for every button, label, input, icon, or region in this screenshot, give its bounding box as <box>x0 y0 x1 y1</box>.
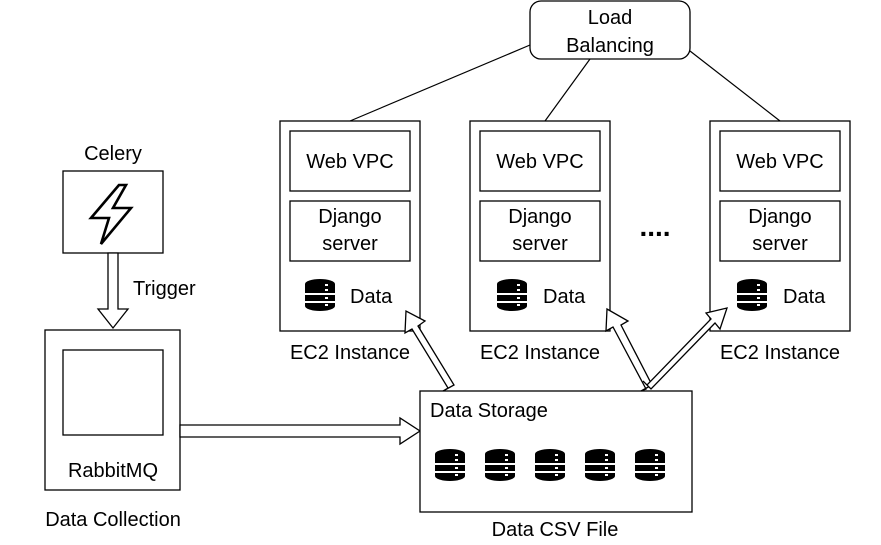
load-balancer: Load Balancing <box>529 0 691 60</box>
django-server-label-line2: server <box>512 233 568 255</box>
data-label: Data <box>783 286 826 308</box>
django-server-label-line2: server <box>752 233 808 255</box>
load-balancer-label-line2: Balancing <box>566 35 654 57</box>
ellipsis: .... <box>639 211 670 242</box>
trigger-arrow <box>96 252 130 330</box>
django-server-box <box>719 200 841 262</box>
ec2-instance-3: Web VPC Django server Data <box>709 120 851 332</box>
data-collection-caption: Data Collection <box>45 509 181 531</box>
data-label: Data <box>350 286 393 308</box>
ec2-instance-2: Web VPC Django server Data <box>469 120 611 332</box>
django-server-label-line1: Django <box>508 206 571 228</box>
database-icon <box>305 279 335 311</box>
web-vpc-label: Web VPC <box>306 151 393 173</box>
data-label: Data <box>543 286 586 308</box>
django-server-box <box>289 200 411 262</box>
rabbitmq-queue-box <box>62 349 164 436</box>
web-vpc-box <box>719 130 841 192</box>
web-vpc-box <box>289 130 411 192</box>
web-vpc-box <box>479 130 601 192</box>
data-storage-box: Data Storage <box>419 390 693 513</box>
lightning-bolt-icon <box>88 183 134 245</box>
trigger-label: Trigger <box>133 278 196 300</box>
collection-to-storage-arrow <box>179 416 422 446</box>
django-server-label-line1: Django <box>748 206 811 228</box>
database-icon <box>585 449 615 481</box>
rabbitmq-box: RabbitMQ <box>44 329 181 491</box>
storage-to-instance-2-arrow <box>605 307 653 392</box>
django-server-label-line1: Django <box>318 206 381 228</box>
ec2-instance-1: Web VPC Django server Data <box>279 120 421 332</box>
storage-to-instance-3-arrow <box>642 307 728 390</box>
database-icon <box>435 449 465 481</box>
django-server-label-line2: server <box>322 233 378 255</box>
load-balancer-connectors <box>349 44 781 122</box>
data-storage-caption: Data CSV File <box>492 519 619 541</box>
web-vpc-label: Web VPC <box>496 151 583 173</box>
database-icon <box>737 279 767 311</box>
data-storage-title: Data Storage <box>430 400 548 422</box>
ec2-instance-caption: EC2 Instance <box>290 342 410 364</box>
ec2-instance-caption: EC2 Instance <box>720 342 840 364</box>
celery-label: Celery <box>84 143 142 165</box>
database-icon <box>635 449 665 481</box>
web-vpc-label: Web VPC <box>736 151 823 173</box>
database-icon <box>497 279 527 311</box>
rabbitmq-label: RabbitMQ <box>68 460 158 482</box>
load-balancer-label-line1: Load <box>588 7 633 29</box>
database-icon <box>485 449 515 481</box>
storage-to-instance-1-arrow <box>404 309 455 392</box>
database-icon <box>535 449 565 481</box>
ec2-instance-caption: EC2 Instance <box>480 342 600 364</box>
django-server-box <box>479 200 601 262</box>
celery-box <box>62 170 164 254</box>
